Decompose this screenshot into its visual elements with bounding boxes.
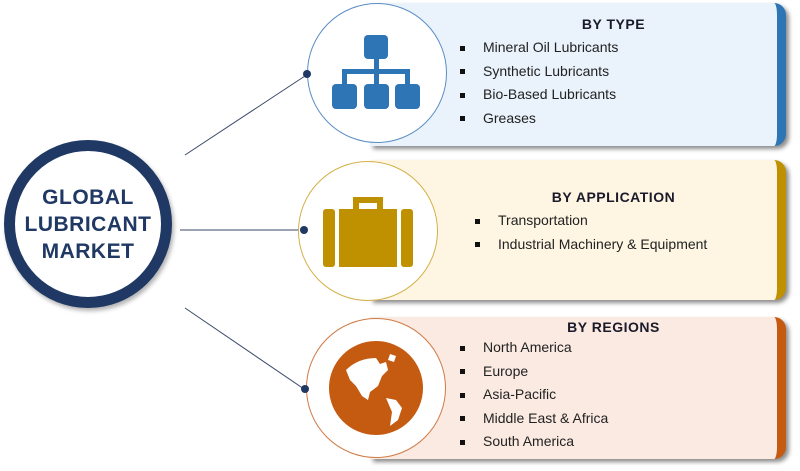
type-icon-circle: [307, 3, 447, 143]
title-line: MARKET: [41, 239, 135, 263]
list-item: Synthetic Lubricants: [460, 60, 777, 84]
globe-icon: [329, 341, 423, 435]
title-line: LUBRICANT: [24, 212, 152, 236]
title-line: GLOBAL: [42, 185, 134, 209]
list-item: Europe: [460, 360, 777, 384]
list-item: Mineral Oil Lubricants: [460, 36, 777, 60]
briefcase-icon: [323, 197, 413, 267]
list-item: South America: [460, 430, 777, 454]
hierarchy-icon: [332, 35, 420, 109]
application-icon-circle: [298, 161, 438, 301]
list-item: Asia-Pacific: [460, 383, 777, 407]
connector-dot: [301, 385, 309, 393]
connector-dot: [300, 226, 308, 234]
by-type-box: BY TYPE Mineral Oil Lubricants Synthetic…: [370, 3, 786, 146]
list-item: Bio-Based Lubricants: [460, 83, 777, 107]
by-application-box: BY APPLICATION Transportation Industrial…: [370, 160, 786, 300]
list-item: Greases: [460, 107, 777, 131]
segment-heading: BY APPLICATION: [551, 189, 676, 205]
list-item: Transportation: [475, 209, 777, 233]
segment-heading: BY REGIONS: [567, 319, 660, 335]
connector-dot: [303, 70, 311, 78]
regions-icon-circle: [306, 318, 446, 458]
list-item: Industrial Machinery & Equipment: [475, 233, 777, 257]
list-item: North America: [460, 336, 777, 360]
list-item: Middle East & Africa: [460, 407, 777, 431]
global-lubricant-market-circle: GLOBAL LUBRICANT MARKET: [4, 140, 172, 308]
segment-heading: BY TYPE: [581, 16, 646, 32]
